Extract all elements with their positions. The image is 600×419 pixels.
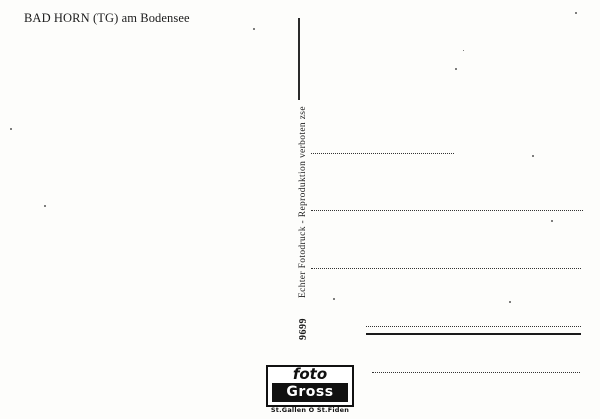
address-line-3 — [311, 268, 581, 269]
paper-speck — [253, 28, 255, 30]
card-number: 9699 — [298, 318, 309, 340]
paper-speck — [551, 220, 553, 222]
address-underline-solid — [366, 333, 581, 335]
paper-speck — [532, 155, 534, 157]
paper-speck — [575, 12, 577, 14]
paper-speck — [10, 128, 12, 130]
paper-speck — [463, 50, 464, 51]
logo-top-word: foto — [292, 365, 328, 383]
paper-speck — [333, 298, 335, 300]
paper-speck — [455, 68, 457, 70]
foto-gross-logo: foto Gross St.Gallen O St.Fiden — [264, 362, 354, 418]
center-divider-line — [298, 18, 300, 100]
address-line-2 — [311, 210, 583, 211]
paper-speck — [44, 205, 46, 207]
vertical-imprint: Echter Fotodruck - Reproduktion verboten… — [298, 106, 308, 298]
postcard-caption: BAD HORN (TG) am Bodensee — [24, 11, 190, 25]
logo-frame: foto Gross — [266, 365, 354, 407]
address-line-1 — [311, 153, 454, 154]
logo-location-text: St.Gallen O St.Fiden — [270, 406, 350, 414]
address-line-5 — [372, 372, 580, 373]
address-line-4 — [366, 326, 581, 327]
paper-speck — [509, 301, 511, 303]
logo-brand-word: Gross — [272, 383, 348, 402]
